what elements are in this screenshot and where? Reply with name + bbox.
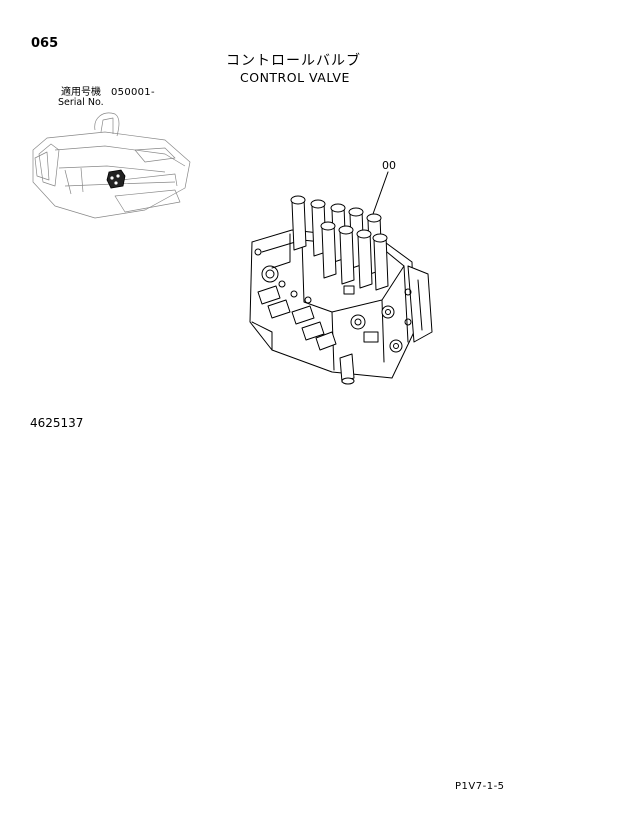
- title-japanese: コントロールバルブ: [226, 53, 361, 69]
- page-number: 065: [31, 36, 59, 51]
- footer-page-code: P1V7-1-5: [455, 781, 505, 792]
- machine-thumbnail: [32, 112, 191, 219]
- serial-number-value: 050001-: [111, 87, 155, 98]
- callout-label: 00: [382, 159, 396, 172]
- part-number: 4625137: [30, 416, 84, 430]
- serial-label-japanese: 適用号機: [61, 87, 101, 98]
- title-english: CONTROL VALVE: [240, 70, 350, 85]
- callout-leader-line: [372, 171, 389, 215]
- serial-label-english: Serial No.: [58, 97, 104, 108]
- control-valve-illustration: [249, 195, 433, 385]
- control-valve-location-marker: [106, 169, 126, 189]
